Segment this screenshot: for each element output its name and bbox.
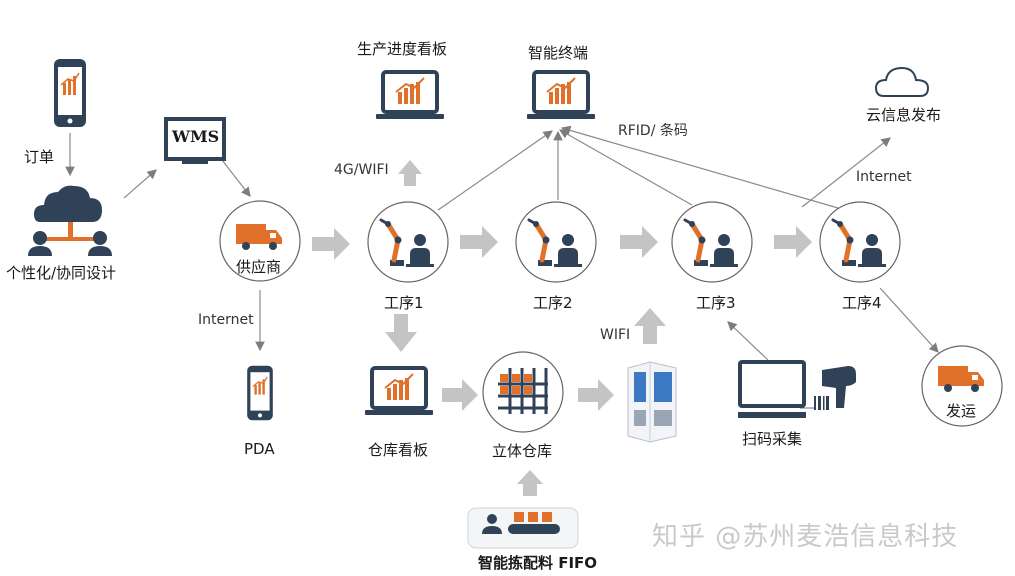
order-phone-icon [53, 58, 87, 128]
pda-phone-icon [246, 365, 274, 421]
scan-collect-label: 扫码采集 [742, 430, 803, 448]
process-2-node [515, 201, 597, 283]
shipping-label: 发运 [946, 402, 977, 420]
production-board-monitor-icon [374, 70, 446, 121]
process-4-node [819, 201, 901, 283]
design-team-icon [28, 185, 112, 256]
smart-terminal-monitor-icon [525, 70, 597, 121]
process-1-node [367, 201, 449, 283]
wms-monitor-icon [164, 117, 226, 164]
picking-conveyor-icon [467, 507, 579, 549]
internet-pda-label: Internet [198, 312, 254, 328]
wms-label: WMS [172, 127, 220, 146]
supplier-label: 供应商 [236, 258, 282, 276]
supplier-node [219, 200, 301, 282]
process-1-label: 工序1 [384, 294, 424, 312]
connector-lines [65, 125, 939, 409]
smart-picking-label: 智能拣配料 FIFO [478, 554, 598, 572]
wifi-label: WIFI [600, 327, 631, 343]
cloud-publish-label: 云信息发布 [866, 106, 942, 124]
rfid-barcode-label: RFID/ 条码 [618, 123, 688, 139]
warehouse-board-monitor-icon [363, 366, 435, 417]
stereo-warehouse-label: 立体仓库 [492, 442, 553, 460]
pda-label: PDA [244, 440, 275, 458]
storage-machine-icon [627, 361, 677, 443]
warehouse-board-label: 仓库看板 [368, 441, 429, 459]
flow-arrows [312, 160, 812, 496]
design-label: 个性化/协同设计 [6, 264, 117, 282]
stereo-warehouse-node [482, 351, 564, 433]
production-board-label: 生产进度看板 [357, 40, 448, 58]
barcode-scanner-icon [814, 366, 856, 410]
internet-cloud-label: Internet [856, 169, 912, 185]
process-4-label: 工序4 [842, 294, 882, 312]
cloud-icon [874, 66, 930, 97]
scan-terminal-icon [738, 360, 806, 418]
shipping-node [921, 345, 1003, 427]
4g-wifi-label: 4G/WIFI [334, 162, 389, 178]
watermark: 知乎 @苏州麦浩信息科技 [652, 522, 959, 552]
process-2-label: 工序2 [533, 294, 573, 312]
order-label: 订单 [24, 148, 55, 166]
process-3-node [671, 201, 753, 283]
process-3-label: 工序3 [696, 294, 736, 312]
smart-terminal-label: 智能终端 [528, 44, 589, 62]
